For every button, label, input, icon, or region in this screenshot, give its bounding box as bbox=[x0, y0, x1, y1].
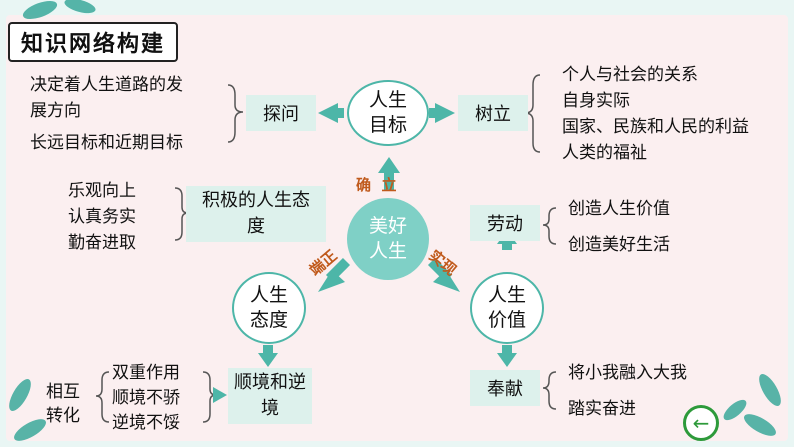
establish-item-2: 自身实际 bbox=[562, 91, 630, 111]
life-attitude-node: 人生态度 bbox=[232, 272, 306, 344]
adversity-box: 顺境和逆境 bbox=[228, 368, 312, 424]
establish-item-3: 国家、民族和人民的利益 bbox=[562, 117, 749, 137]
attitude-item-2: 认真务实 bbox=[68, 207, 136, 227]
goal-left-item-1: 决定着人生道路的发 展方向 bbox=[30, 75, 183, 121]
adversity-item-3: 逆境不馁 bbox=[112, 413, 180, 433]
adversity-item-1: 双重作用 bbox=[112, 363, 180, 383]
dedication-item-1: 将小我融入大我 bbox=[568, 363, 687, 383]
attitude-item-1: 乐观向上 bbox=[68, 181, 136, 201]
establish-box: 树立 bbox=[458, 95, 528, 131]
establish-item-4: 人类的福祉 bbox=[562, 143, 647, 163]
goal-left-item-2: 长远目标和近期目标 bbox=[30, 133, 183, 153]
labor-box: 劳动 bbox=[470, 205, 540, 241]
life-goal-node: 人生目标 bbox=[347, 80, 429, 146]
back-arrow-icon[interactable]: ← bbox=[683, 405, 719, 441]
good-life-node: 美好人生 bbox=[347, 198, 429, 280]
dedication-box: 奉献 bbox=[470, 370, 540, 406]
dedication-item-2: 踏实奋进 bbox=[568, 399, 636, 419]
establish-label: 确 立 bbox=[356, 176, 397, 194]
mutual-transform-text: 相互 转化 bbox=[46, 382, 80, 426]
life-value-node: 人生价值 bbox=[470, 272, 544, 344]
page-title: 知识网络构建 bbox=[8, 22, 178, 62]
life-value-label: 人生价值 bbox=[487, 284, 526, 331]
positive-attitude-box: 积极的人生态度 bbox=[186, 186, 326, 242]
life-attitude-label: 人生态度 bbox=[249, 284, 288, 331]
attitude-item-3: 勤奋进取 bbox=[68, 233, 136, 253]
adversity-item-2: 顺境不骄 bbox=[112, 388, 180, 408]
adversity-label: 顺境和逆境 bbox=[234, 372, 306, 419]
good-life-label: 美好人生 bbox=[368, 215, 407, 262]
explore-box: 探问 bbox=[246, 95, 316, 131]
labor-item-1: 创造人生价值 bbox=[568, 199, 670, 219]
establish-item-1: 个人与社会的关系 bbox=[562, 65, 698, 85]
life-goal-label: 人生目标 bbox=[368, 89, 407, 136]
positive-attitude-label: 积极的人生态度 bbox=[202, 190, 310, 237]
leaf-decoration-icon bbox=[9, 0, 781, 441]
labor-item-2: 创造美好生活 bbox=[568, 235, 670, 255]
